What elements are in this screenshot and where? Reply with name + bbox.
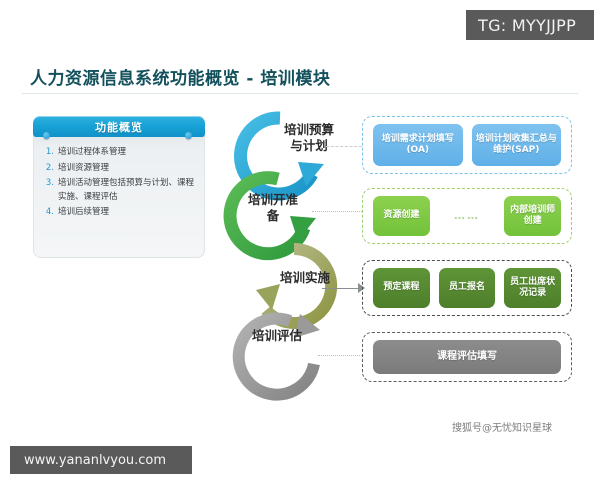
list-item-label: 培训后续管理 <box>58 207 110 217</box>
task-box[interactable]: 课程评估填写 <box>373 340 561 374</box>
connector-prepare <box>312 211 362 212</box>
list-item-number: 1. <box>45 147 54 157</box>
cycle-label-execute: 培训实施 <box>279 270 330 285</box>
connector-execute-arrowhead-icon <box>358 283 365 293</box>
tg-badge: TG: MYYJJPP <box>466 10 594 40</box>
connector-plan <box>326 146 362 147</box>
list-item: 2. 培训资源管理 <box>41 162 197 176</box>
overview-panel: 功能概览 1. 培训过程体系管理 2. 培训资源管理 3. 培训活动管理包括预算… <box>33 116 205 258</box>
overview-panel-title: 功能概览 <box>95 120 143 134</box>
ellipsis-placeholder: …… <box>454 209 480 223</box>
list-item-label: 培训活动管理包括预算与计划、课程实施、课程评估 <box>58 178 195 202</box>
list-item-label: 培训资源管理 <box>58 162 110 173</box>
task-box[interactable]: 培训需求计划填写(OA) <box>373 124 463 166</box>
list-item-number: 3. <box>45 178 54 188</box>
watermark-text: 搜狐号@无忧知识星球 <box>452 423 552 434</box>
list-item: 1. 培训过程体系管理 <box>41 146 197 160</box>
list-item: 3. 培训活动管理包括预算与计划、课程实施、课程评估 <box>41 177 197 204</box>
screw-dot-left-icon <box>43 132 50 139</box>
list-item-number: 2. <box>45 162 54 173</box>
connector-evaluate <box>318 355 362 356</box>
task-box[interactable]: 预定课程 <box>373 268 430 308</box>
task-box[interactable]: 员工出席状况记录 <box>504 268 562 308</box>
cycle-label-plan: 培训预算 与计划 <box>283 122 334 153</box>
title-divider <box>22 93 578 94</box>
group-plan: 培训需求计划填写(OA) 培训计划收集汇总与维护(SAP) <box>362 116 572 174</box>
group-execute: 预定课程 员工报名 员工出席状况记录 <box>362 260 572 316</box>
cycle-label-prepare: 培训开准 备 <box>247 192 298 223</box>
overview-list: 1. 培训过程体系管理 2. 培训资源管理 3. 培训活动管理包括预算与计划、课… <box>41 146 197 222</box>
list-item: 4. 培训后续管理 <box>41 206 197 220</box>
cycle-label-evaluate: 培训评估 <box>251 328 302 343</box>
list-item-number: 4. <box>45 207 54 217</box>
task-box[interactable]: 培训计划收集汇总与维护(SAP) <box>471 124 561 166</box>
screw-dot-right-icon <box>185 132 192 139</box>
connector-execute <box>322 288 362 289</box>
task-box[interactable]: 内部培训师创建 <box>504 196 562 236</box>
site-badge: www.yananlvyou.com <box>10 446 192 474</box>
group-evaluate: 课程评估填写 <box>362 332 572 382</box>
list-item-label: 培训过程体系管理 <box>58 147 127 157</box>
page-title: 人力资源信息系统功能概览 - 培训模块 <box>30 69 331 89</box>
group-prepare: 资源创建 …… 内部培训师创建 <box>362 188 572 244</box>
cycle-arrow-plan-icon <box>232 108 328 204</box>
cycle-arrow-evaluate-icon <box>228 308 324 404</box>
cycle-arrow-prepare-icon <box>222 168 318 264</box>
task-box[interactable]: 员工报名 <box>438 268 496 308</box>
overview-panel-header: 功能概览 <box>33 116 205 137</box>
task-box[interactable]: 资源创建 <box>373 196 430 236</box>
